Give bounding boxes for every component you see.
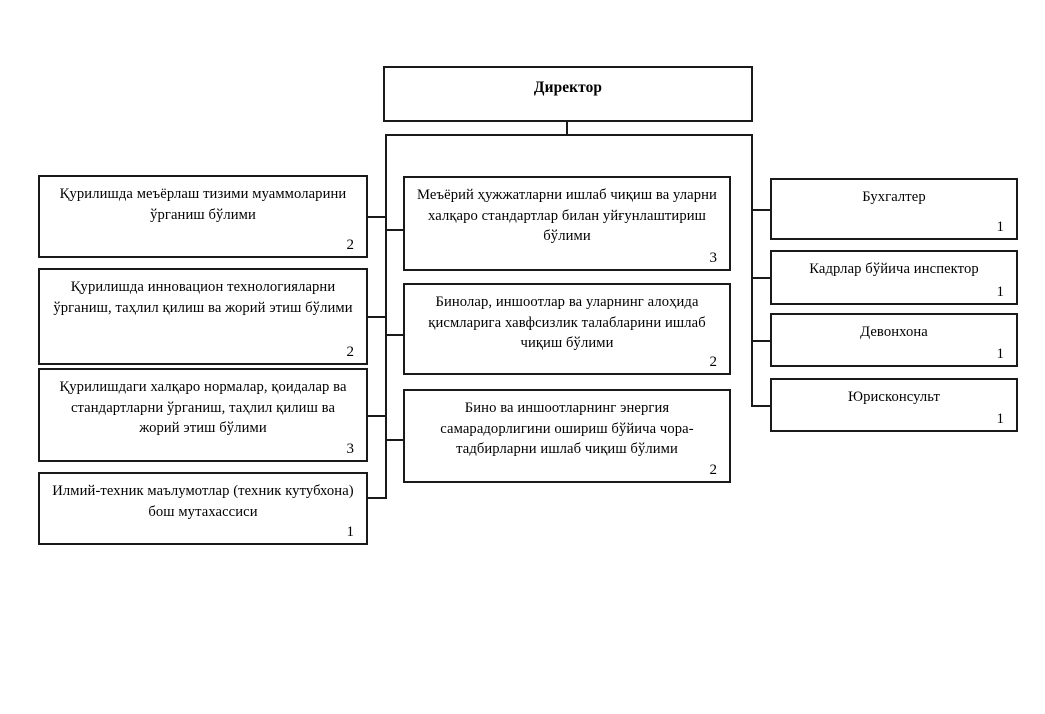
- node-center-3-label: Бино ва иншоотларнинг энергия самарадорл…: [440, 400, 694, 458]
- node-left-1-count: 2: [346, 237, 355, 253]
- node-left-1[interactable]: Қурилишда меъёрлаш тизими муаммоларини ў…: [38, 175, 368, 258]
- node-left-3-count: 3: [346, 441, 355, 457]
- node-left-2-count: 2: [346, 344, 355, 360]
- node-center-2[interactable]: Бинолар, иншоотлар ва уларнинг алоҳида қ…: [403, 283, 731, 375]
- node-right-2-label: Кадрлар бўйича инспектор: [809, 261, 979, 277]
- connector-center-stub-1: [385, 229, 405, 231]
- connector-center-stub-3: [385, 439, 405, 441]
- connector-left-stub-1: [367, 216, 387, 218]
- node-right-2-count: 1: [996, 284, 1005, 300]
- node-left-3[interactable]: Қурилишдаги халқаро нормалар, қоидалар в…: [38, 368, 368, 462]
- connector-right-trunk: [751, 134, 753, 406]
- connector-right-stub-1: [751, 209, 771, 211]
- connector-root-bus: [385, 134, 753, 136]
- node-center-3[interactable]: Бино ва иншоотларнинг энергия самарадорл…: [403, 389, 731, 483]
- node-right-1-label: Бухгалтер: [862, 189, 926, 205]
- node-center-2-label: Бинолар, иншоотлар ва уларнинг алоҳида қ…: [428, 294, 706, 352]
- node-center-1-label: Меъёрий ҳужжатларни ишлаб чиқиш ва уларн…: [417, 187, 717, 245]
- connector-left-stub-2: [367, 316, 387, 318]
- node-center-2-count: 2: [709, 354, 718, 370]
- node-center-1-count: 3: [709, 250, 718, 266]
- node-center-3-count: 2: [709, 462, 718, 478]
- node-center-1[interactable]: Меъёрий ҳужжатларни ишлаб чиқиш ва уларн…: [403, 176, 731, 271]
- connector-right-stub-3: [751, 340, 771, 342]
- node-left-3-label: Қурилишдаги халқаро нормалар, қоидалар в…: [59, 379, 347, 437]
- node-right-4-label: Юрисконсульт: [848, 389, 940, 405]
- connector-right-stub-2: [751, 277, 771, 279]
- node-right-1-count: 1: [996, 219, 1005, 235]
- node-right-1[interactable]: Бухгалтер 1: [770, 178, 1018, 240]
- node-right-3-label: Девонхона: [860, 324, 928, 340]
- connector-left-stub-4: [367, 497, 387, 499]
- node-left-1-label: Қурилишда меъёрлаш тизими муаммоларини ў…: [59, 186, 347, 223]
- node-director[interactable]: Директор: [383, 66, 753, 122]
- node-right-4[interactable]: Юрисконсульт 1: [770, 378, 1018, 432]
- node-right-3-count: 1: [996, 346, 1005, 362]
- node-right-4-count: 1: [996, 411, 1005, 427]
- connector-center-stub-2: [385, 334, 405, 336]
- connector-right-stub-4: [751, 405, 771, 407]
- node-left-2-label: Қурилишда инновацион технологияларни ўрг…: [53, 279, 353, 316]
- connector-root-stem: [566, 121, 568, 136]
- node-left-4-count: 1: [346, 524, 355, 540]
- node-right-2[interactable]: Кадрлар бўйича инспектор 1: [770, 250, 1018, 305]
- connector-left-stub-3: [367, 415, 387, 417]
- node-right-3[interactable]: Девонхона 1: [770, 313, 1018, 367]
- node-left-4-label: Илмий-техник маълумотлар (техник кутубхо…: [52, 483, 354, 520]
- node-director-label: Директор: [533, 79, 603, 96]
- node-left-4[interactable]: Илмий-техник маълумотлар (техник кутубхо…: [38, 472, 368, 545]
- node-left-2[interactable]: Қурилишда инновацион технологияларни ўрг…: [38, 268, 368, 365]
